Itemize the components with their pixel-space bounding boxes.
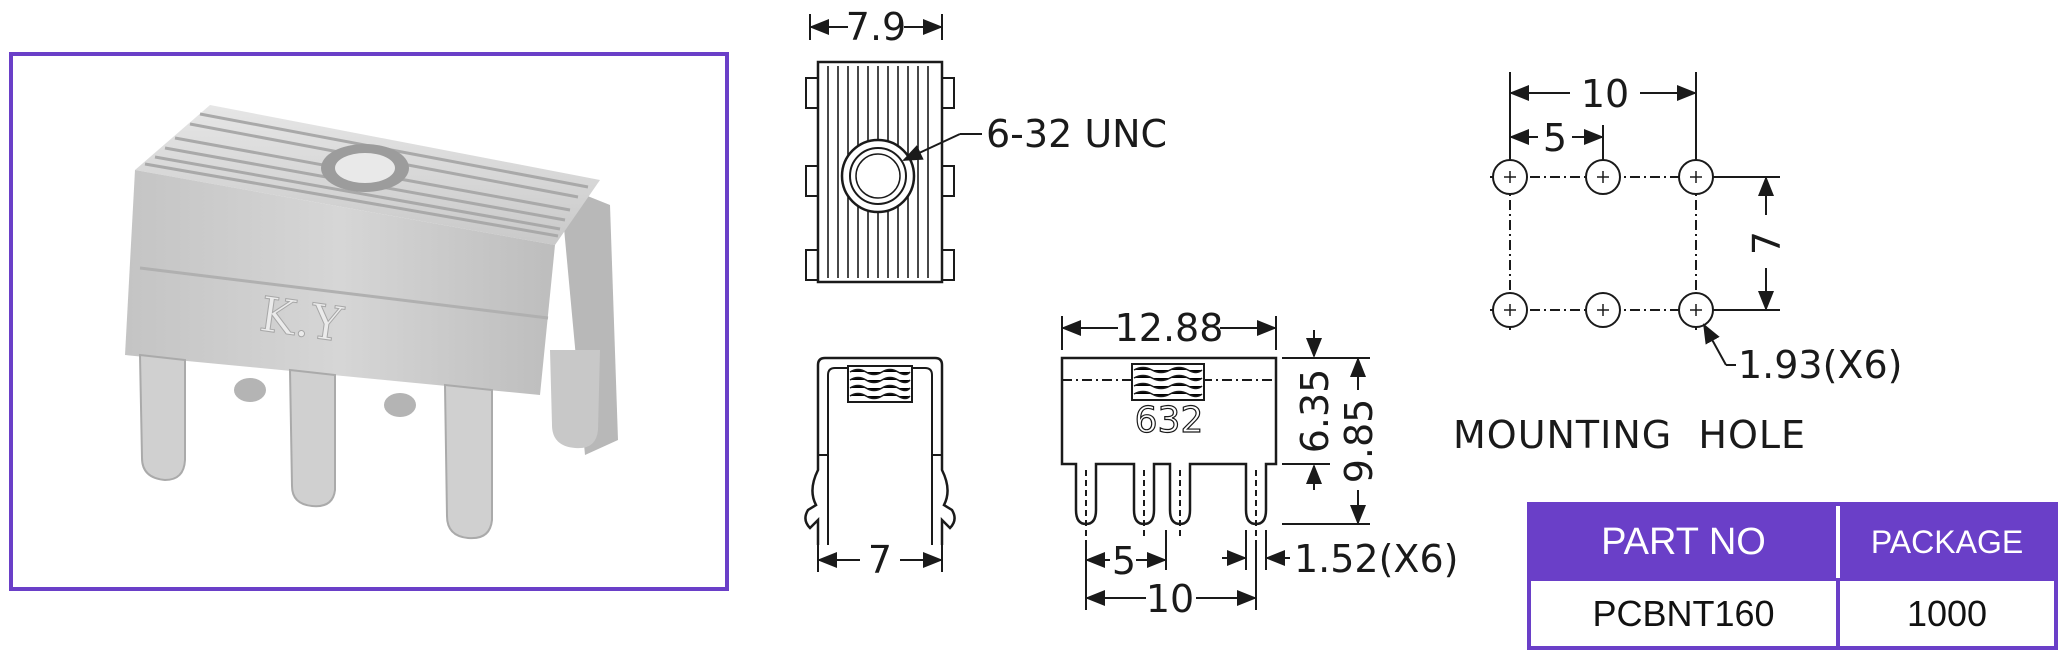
- product-photo: K.Y: [9, 52, 729, 591]
- top-view: 7.9 6-32 UNC: [805, 5, 1167, 284]
- pin-size-label: 1.52(X6): [1294, 537, 1458, 581]
- front-view: 12.88 632 6.35 9.85 5: [1060, 306, 1458, 621]
- embossed-marking: K.Y: [256, 286, 347, 353]
- table-header-part-no: PART NO: [1531, 506, 1840, 578]
- table-cell-part-no: PCBNT160: [1531, 578, 1840, 646]
- table-header-package: PACKAGE: [1840, 506, 2054, 578]
- front-marking: 632: [1135, 400, 1204, 441]
- mh-pitch-label: 5: [1543, 116, 1567, 160]
- thread-label: 6-32 UNC: [986, 112, 1167, 156]
- front-upper-height-label: 6.35: [1293, 369, 1337, 454]
- mh-hole-size-label: 1.93(X6): [1738, 343, 1902, 387]
- table-cell-package: 1000: [1840, 578, 2054, 646]
- side-view: 7: [804, 356, 956, 582]
- front-width-label: 12.88: [1115, 306, 1224, 350]
- front-span-label: 10: [1146, 577, 1194, 621]
- spec-table: PART NO PACKAGE PCBNT160 1000: [1527, 502, 2058, 650]
- side-width-label: 7: [868, 538, 892, 582]
- front-pitch-label: 5: [1112, 539, 1136, 583]
- front-total-height-label: 9.85: [1337, 399, 1381, 484]
- top-width-label: 7.9: [846, 5, 906, 49]
- mounting-hole-caption: MOUNTING HOLE: [1453, 413, 1806, 457]
- mounting-hole-view: 10 5 7: [1453, 72, 1902, 457]
- mh-span-label: 10: [1581, 72, 1629, 116]
- mh-row-spacing-label: 7: [1745, 231, 1789, 255]
